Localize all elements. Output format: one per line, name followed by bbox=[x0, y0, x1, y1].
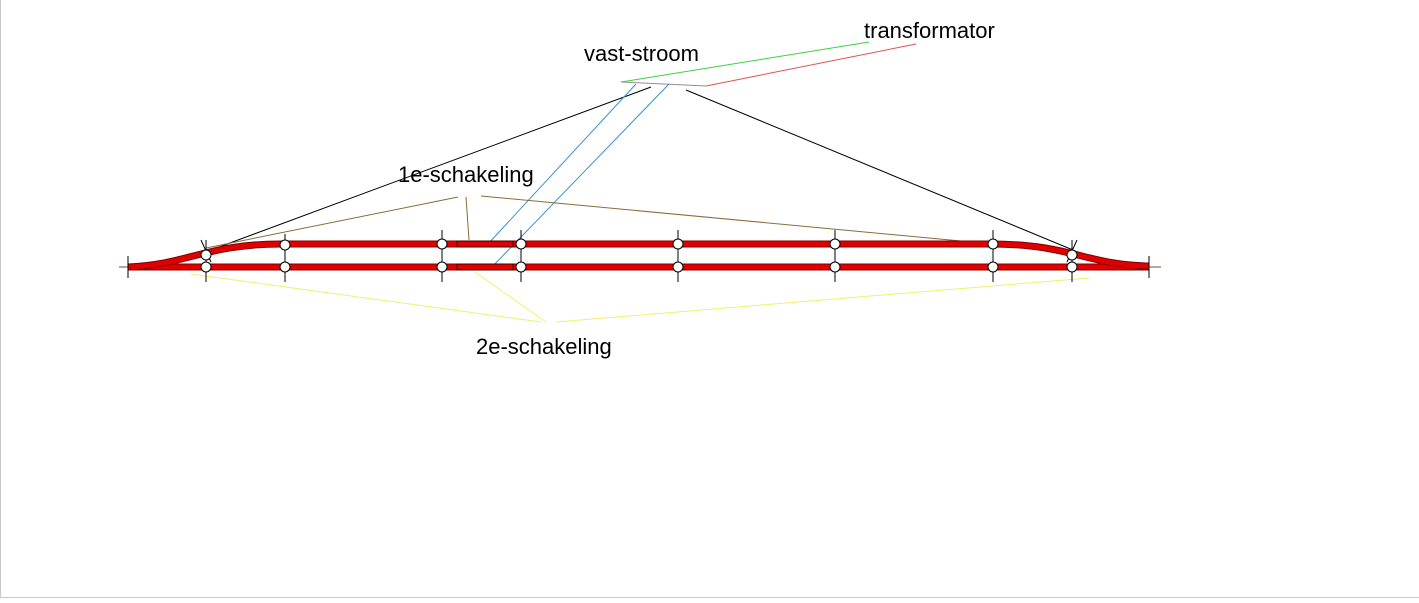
label-switching-2: 2e-schakeling bbox=[476, 334, 612, 359]
switch-2-lead-mid bbox=[474, 271, 547, 323]
track-group bbox=[127, 240, 1150, 271]
node-upper bbox=[279, 239, 291, 251]
switch-1-lead-mid bbox=[465, 196, 470, 241]
node-lower bbox=[279, 261, 291, 273]
label-dc-power: vast-stroom bbox=[584, 41, 699, 66]
label-transformer: transformator bbox=[864, 18, 995, 43]
isolated-section-upper bbox=[456, 240, 514, 248]
node-lower bbox=[829, 261, 841, 273]
label-leader-lines bbox=[190, 41, 1090, 323]
node-lower bbox=[672, 261, 684, 273]
power-line-left bbox=[210, 86, 652, 251]
node-lower bbox=[515, 261, 527, 273]
section-ticks bbox=[127, 230, 1150, 282]
node-upper bbox=[829, 238, 841, 250]
node-lower bbox=[1066, 261, 1078, 273]
switch-1-lead-right bbox=[480, 195, 994, 245]
node-upper bbox=[200, 249, 212, 261]
isolated-section-lower bbox=[456, 263, 514, 271]
node-upper bbox=[436, 238, 448, 250]
switch-1-lead-left bbox=[205, 196, 459, 249]
node-upper bbox=[987, 238, 999, 250]
diagram-labels: transformator vast-stroom 1e-schakeling … bbox=[398, 18, 995, 359]
feed-line-blue-1 bbox=[486, 83, 637, 246]
node-upper bbox=[515, 238, 527, 250]
switch-2-lead-left bbox=[190, 273, 542, 323]
node-lower bbox=[987, 261, 999, 273]
transformer-lead-red bbox=[705, 43, 917, 87]
node-lower bbox=[200, 261, 212, 273]
upper-track-inner bbox=[127, 241, 1150, 270]
node-upper bbox=[672, 238, 684, 250]
label-switching-1: 1e-schakeling bbox=[398, 162, 534, 187]
node-lower bbox=[436, 261, 448, 273]
section-nodes bbox=[200, 238, 1078, 273]
node-upper bbox=[1066, 249, 1078, 261]
switch-2-lead-right bbox=[555, 277, 1090, 323]
dc-lead-green bbox=[620, 41, 870, 83]
power-line-right bbox=[685, 89, 1074, 251]
dc-hub-line bbox=[620, 81, 707, 87]
